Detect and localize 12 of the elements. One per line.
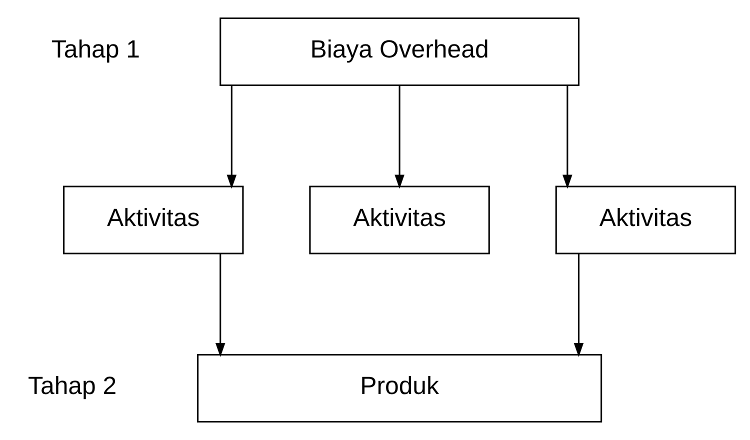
node-box: Aktivitas bbox=[63, 186, 244, 254]
node-box: Aktivitas bbox=[309, 186, 490, 254]
node-box: Produk bbox=[197, 354, 602, 423]
label: Tahap 1 bbox=[51, 36, 140, 64]
arrow bbox=[226, 85, 237, 189]
node-box: Biaya Overhead bbox=[220, 17, 580, 86]
arrow bbox=[394, 85, 404, 189]
node-box: Aktivitas bbox=[555, 186, 736, 254]
arrow bbox=[562, 85, 572, 189]
label: Tahap 2 bbox=[28, 372, 117, 400]
arrow bbox=[215, 254, 226, 358]
arrow bbox=[574, 254, 584, 358]
